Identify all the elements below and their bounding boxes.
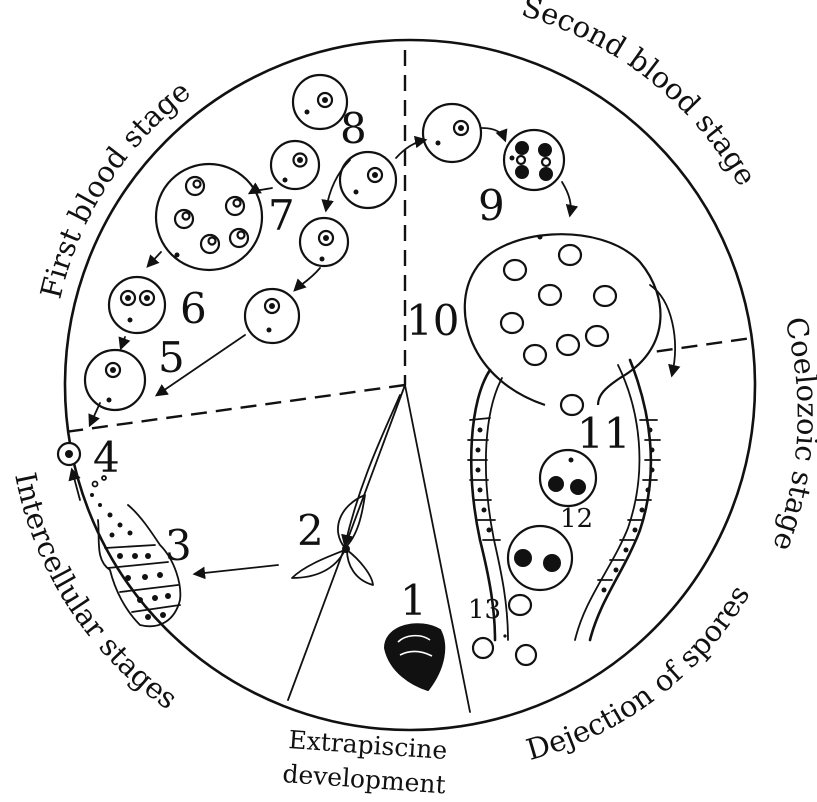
stage-6b-cell (245, 289, 299, 343)
stage-6-cell (109, 277, 165, 333)
step-5: 5 (158, 333, 185, 382)
step-6: 6 (180, 284, 207, 333)
stage-12-cell (508, 526, 572, 590)
step-4: 4 (93, 433, 120, 482)
label-intercellular-stages: Intercellular stages (8, 470, 184, 716)
step-13: 13 (468, 595, 501, 625)
stage-second-cell-a (423, 104, 481, 162)
step-2: 2 (297, 506, 324, 555)
label-extrapiscine: Extrapiscine (288, 725, 449, 765)
step-10: 10 (406, 296, 459, 345)
stage-4-cell (58, 443, 80, 465)
stage-11-cell (540, 450, 596, 506)
step-8: 8 (340, 104, 367, 153)
step-9: 9 (478, 181, 505, 230)
stage-8-cells (271, 75, 396, 208)
step-3: 3 (165, 521, 192, 570)
label-development: development (282, 759, 447, 799)
step-7: 7 (268, 191, 295, 240)
stage-1-spore (385, 624, 444, 690)
stage-10-sac (465, 234, 661, 405)
stage-5-cell (85, 350, 145, 410)
step-11: 11 (577, 409, 630, 458)
step-1: 1 (400, 576, 427, 625)
label-dejection-of-spores: Dejection of spores (522, 579, 756, 767)
stage-7-cyst (156, 164, 262, 270)
label-coelozoic-stage: Coelozoic stage (766, 314, 817, 556)
stage-9-cell (504, 130, 564, 190)
stage-7-cell (300, 218, 348, 266)
step-12: 12 (560, 504, 593, 534)
